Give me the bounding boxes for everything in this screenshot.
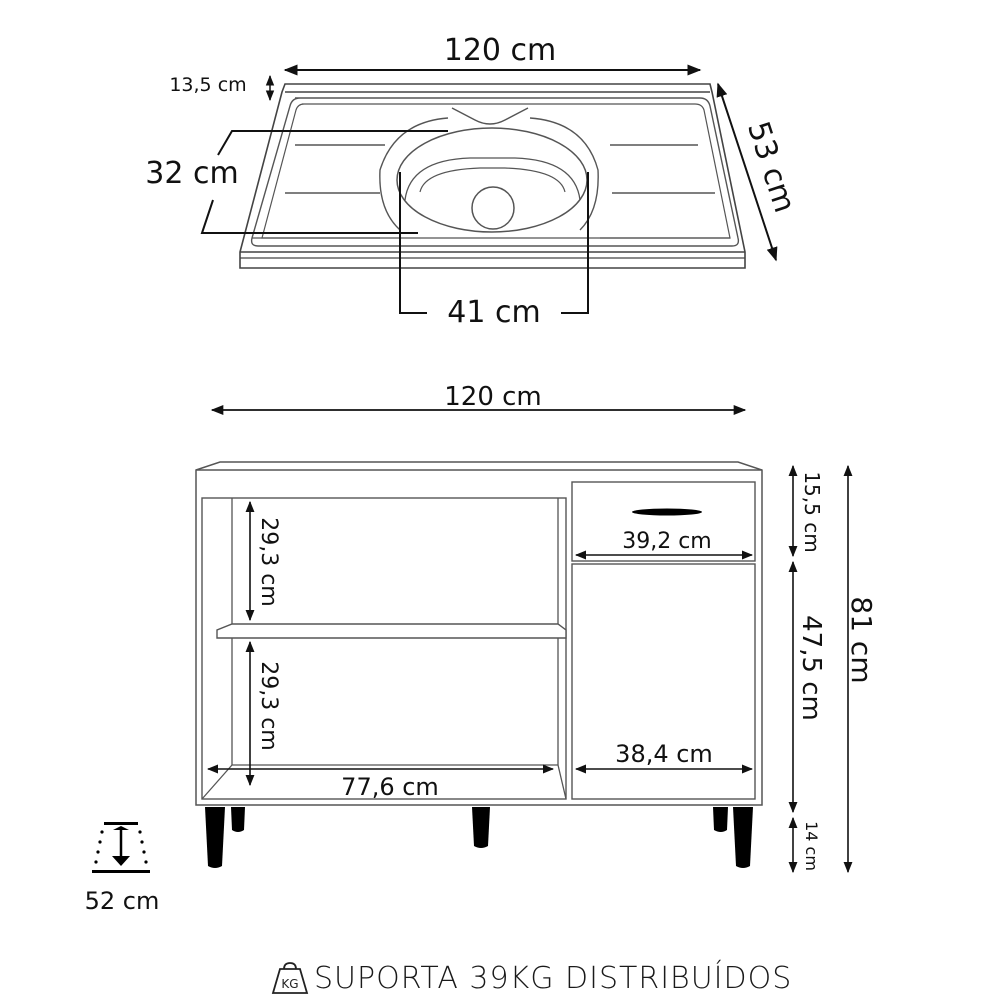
weight-capacity-footer: KG SUPORTA 39KG DISTRIBUÍDOS — [270, 958, 792, 998]
kg-weight-icon: KG — [271, 962, 309, 994]
door-height-label: 47,5 cm — [796, 615, 826, 721]
sink-depth-label: 53 cm — [740, 117, 802, 217]
svg-text:KG: KG — [281, 977, 298, 991]
cabinet-legs — [205, 807, 753, 868]
backsplash-label: 13,5 cm — [169, 74, 246, 96]
bowl-depth-label: 32 cm — [145, 156, 238, 191]
lower-shelf-height-label: 29,3 cm — [256, 661, 281, 751]
depth-indicator: 52 cm — [85, 822, 160, 915]
drawer-width-label: 39,2 cm — [622, 529, 712, 554]
upper-shelf-height-label: 29,3 cm — [256, 517, 281, 607]
sink-width-label: 120 cm — [444, 33, 557, 68]
open-compartment — [201, 497, 567, 800]
drawer-handle-icon — [632, 508, 702, 516]
bowl-width-bracket — [399, 172, 427, 314]
cabinet-width-label: 120 cm — [444, 382, 542, 412]
depth-label: 52 cm — [85, 887, 160, 915]
sink-depth-dimension-line — [716, 82, 778, 262]
shelf — [216, 623, 567, 639]
sink-bowl — [379, 107, 599, 233]
sink-outline — [239, 83, 746, 269]
compartment-width-label: 77,6 cm — [341, 773, 439, 801]
leg-height-label: 14 cm — [802, 821, 821, 871]
sink-top-view: 120 cm 13,5 cm 53 cm — [145, 33, 802, 330]
weight-capacity-text: SUPORTA 39KG DISTRIBUÍDOS — [314, 960, 793, 996]
door-width-label: 38,4 cm — [615, 740, 713, 768]
cabinet-front-view: 120 cm 29,3 cm 29,3 cm 77,6 cm 39,2 cm 3… — [195, 382, 878, 874]
door — [571, 563, 756, 800]
drain-icon — [471, 186, 515, 230]
drawer — [571, 481, 756, 562]
bowl-width-label: 41 cm — [447, 295, 540, 330]
total-height-label: 81 cm — [845, 596, 878, 683]
bowl-depth-bracket — [217, 130, 448, 156]
drawer-height-label: 15,5 cm — [800, 471, 824, 552]
depth-icon — [92, 822, 150, 873]
